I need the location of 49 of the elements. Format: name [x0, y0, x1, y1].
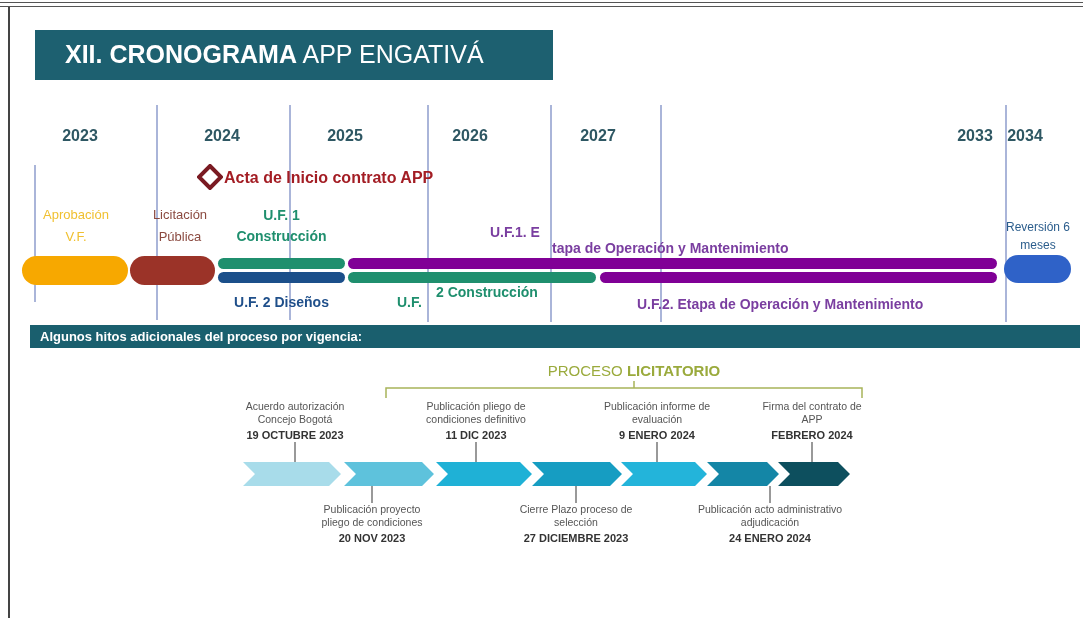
- milestone-date: 9 ENERO 2024: [619, 428, 695, 443]
- leader-line: [371, 485, 373, 504]
- bar-label: U.F.2. Etapa de Operación y Mantenimiento: [637, 295, 925, 314]
- leader-line: [656, 441, 658, 463]
- milestone-description: Cierre Plazo proceso de selección: [518, 503, 634, 529]
- bar-label: Reversión 6 meses: [1005, 219, 1071, 254]
- bar-label: U.F.1. E: [490, 223, 541, 242]
- year-label: 2033: [956, 126, 994, 146]
- leader-line: [811, 441, 813, 463]
- year-label: 2025: [326, 126, 364, 146]
- bar-label: Licitación Pública: [151, 206, 209, 246]
- section-band: Algunos hitos adicionales del proceso por vigencia:: [30, 325, 1080, 348]
- timeline-segment: [778, 462, 850, 486]
- milestone-date: 20 NOV 2023: [338, 531, 406, 546]
- timeline-segment: [436, 462, 532, 486]
- year-label: 2023: [61, 126, 99, 146]
- bar-label: U.F. 1 Construcción: [235, 206, 328, 246]
- year-label: 2026: [451, 126, 489, 146]
- bar-label: U.F.: [397, 293, 423, 312]
- bar-label: tapa de Operación y Mantenimiento: [552, 239, 790, 258]
- milestone-description: Publicación proyecto pliego de condiciones: [320, 503, 424, 529]
- milestone-description: Publicación acto administrativo adjudicación: [696, 503, 844, 529]
- bar-label: Aprobación V.F.: [42, 206, 110, 246]
- milestone-label: Acta de Inicio contrato APP: [224, 168, 434, 188]
- milestone-description: Publicación informe de evaluación: [603, 400, 711, 426]
- timeline-segment: [707, 462, 779, 486]
- timeline-segment: [344, 462, 434, 486]
- milestone-date: 19 OCTUBRE 2023: [246, 428, 344, 443]
- leader-line: [575, 485, 577, 504]
- timeline-segment: [532, 462, 622, 486]
- bar-label: 2 Construcción: [436, 283, 539, 302]
- milestone-description: Acuerdo autorización Concejo Bogotá: [244, 400, 346, 426]
- year-label: 2024: [203, 126, 241, 146]
- timeline-segment: [621, 462, 707, 486]
- year-label: 2027: [579, 126, 617, 146]
- milestone-date: 24 ENERO 2024: [729, 531, 811, 546]
- leader-line: [294, 441, 296, 463]
- milestone-description: Firma del contrato de APP: [762, 400, 862, 426]
- title-banner: XII. CRONOGRAMA APP ENGATIVÁ: [35, 30, 553, 80]
- leader-line: [475, 441, 477, 463]
- year-label: 2034: [1006, 126, 1044, 146]
- milestone-date: 11 DIC 2023: [445, 428, 507, 443]
- milestone-description: Publicación pliego de condiciones definitivo: [425, 400, 527, 426]
- timeline-segment: [243, 462, 341, 486]
- milestone-date: FEBRERO 2024: [771, 428, 853, 443]
- milestone-date: 27 DICIEMBRE 2023: [523, 531, 629, 546]
- leader-line: [769, 485, 771, 504]
- bar-label: U.F. 2 Diseños: [233, 293, 330, 312]
- phase-label: PROCESO LICITATORIO: [546, 361, 722, 381]
